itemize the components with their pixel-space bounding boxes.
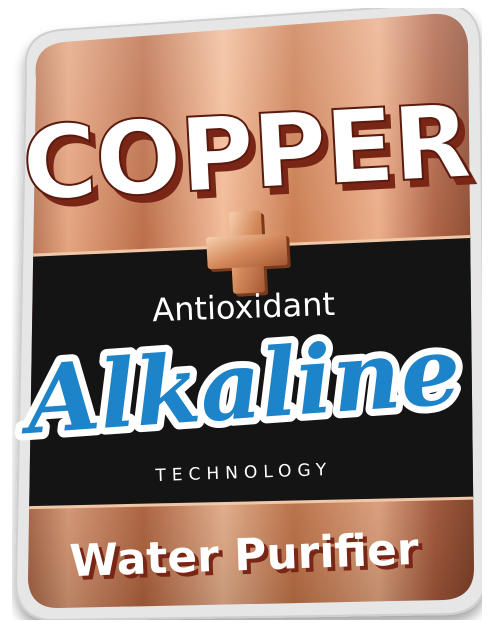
footer-text: Water Purifier [69, 524, 420, 587]
headline-text: COPPER [19, 82, 472, 224]
plus-icon [206, 210, 291, 297]
copper-alkaline-badge: COPPER COPPER Antioxidant Alkaline Alkal… [12, 8, 482, 620]
headline-shadow: COPPER [26, 90, 479, 232]
antioxidant-text: Antioxidant [152, 285, 336, 329]
black-band [28, 236, 474, 508]
footer-shadow: Water Purifier [73, 528, 424, 591]
badge-graphic: COPPER COPPER Antioxidant Alkaline Alkal… [12, 8, 482, 620]
